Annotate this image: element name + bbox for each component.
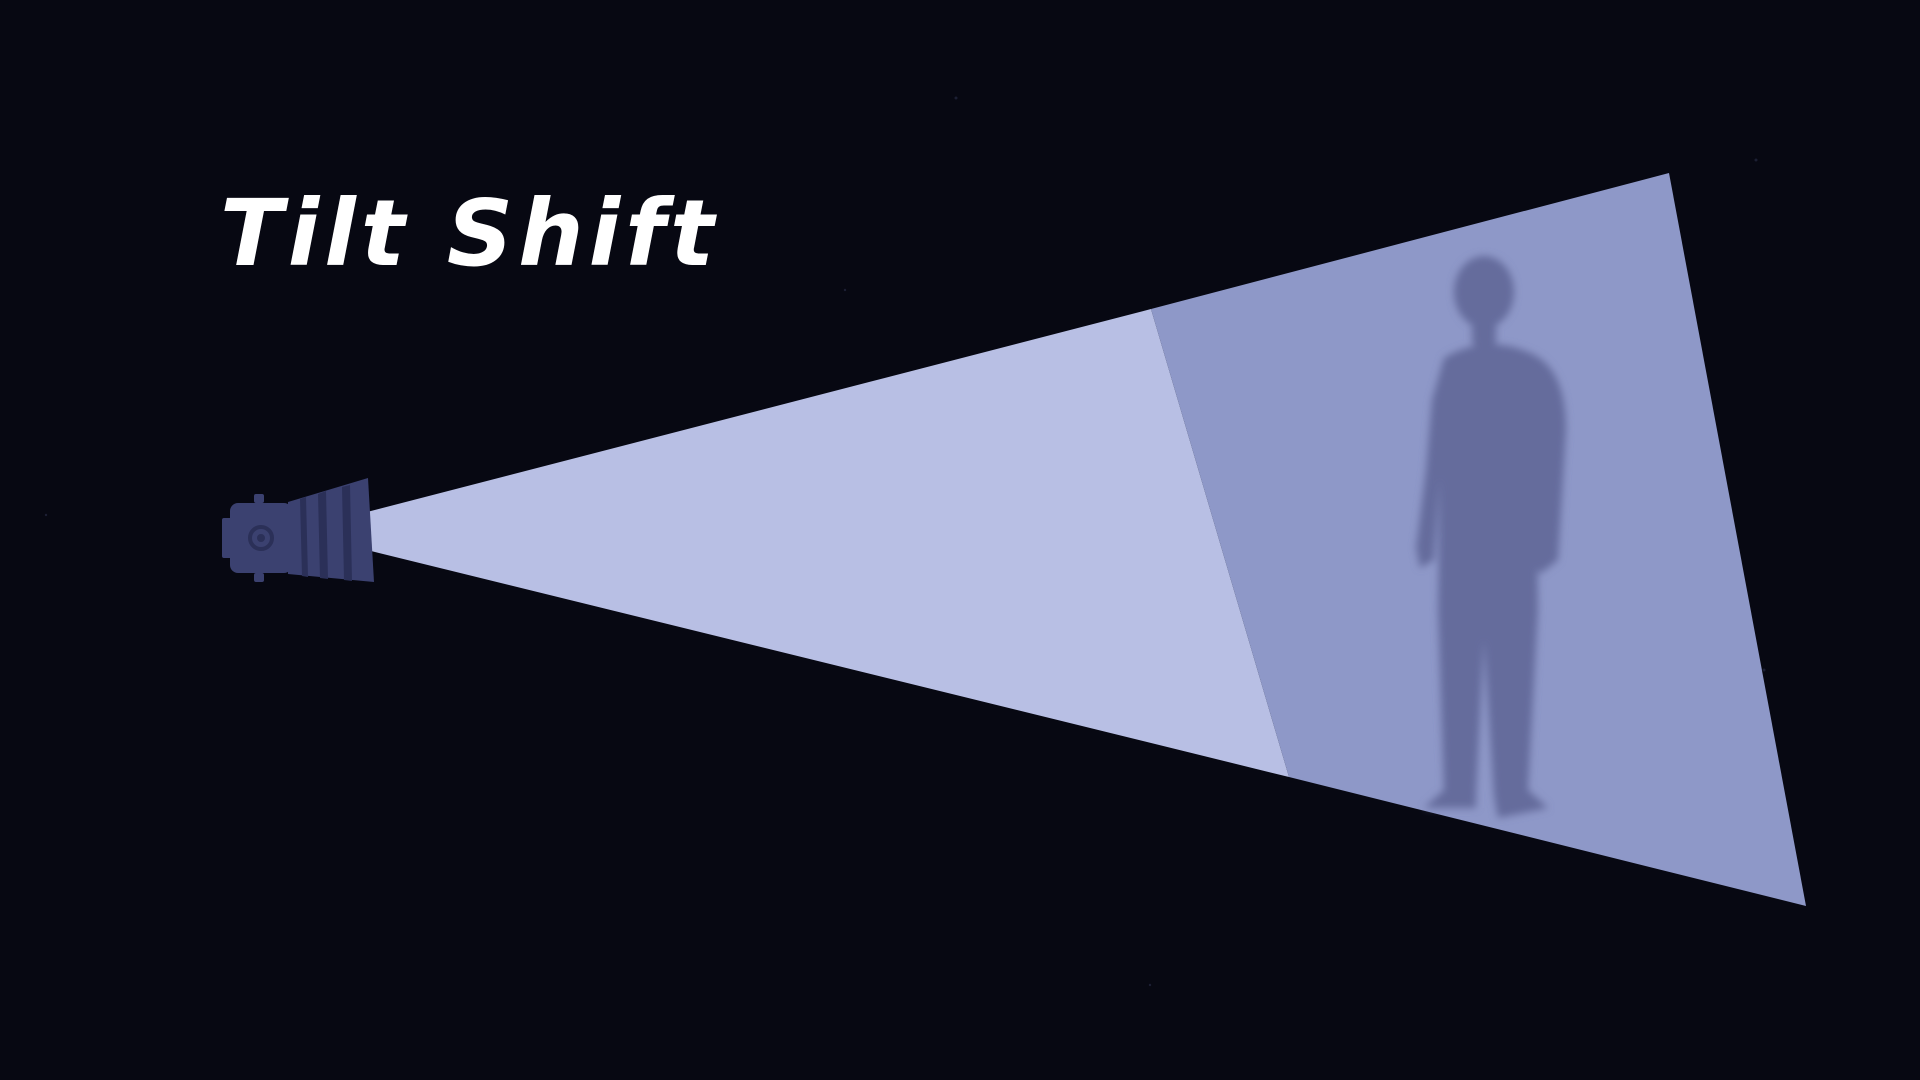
background-specks [44, 96, 1766, 987]
person-silhouette [1416, 256, 1566, 818]
camera-icon [222, 478, 374, 582]
diagram-title: Tilt Shift [220, 180, 720, 287]
beam-near-section [367, 309, 1289, 777]
